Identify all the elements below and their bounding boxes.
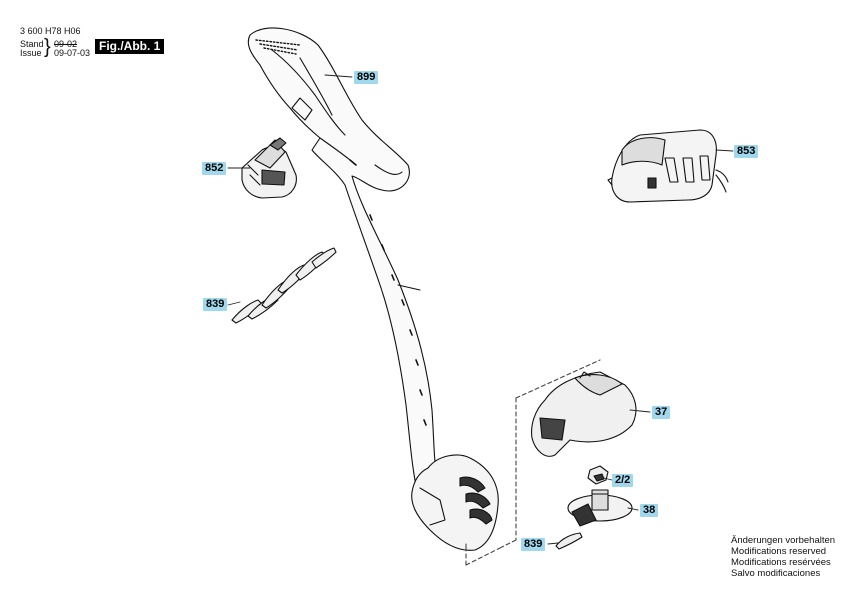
nut-part	[587, 465, 609, 485]
note-english: Modifications reserved	[731, 546, 827, 557]
brace-icon: }	[44, 36, 51, 58]
battery-pack-part	[241, 137, 297, 199]
charger-part	[607, 129, 729, 203]
issue-label: Issue	[20, 48, 42, 58]
note-german: Änderungen vorbehalten	[731, 535, 836, 546]
guard-part	[531, 371, 637, 457]
part-tag-899: 899	[354, 71, 379, 84]
stand-date: 09-02	[54, 39, 78, 49]
note-spanish: Salvo modificaciones	[731, 568, 821, 579]
stand-label: Stand	[20, 39, 44, 49]
blade-disc-part	[567, 489, 633, 527]
modifications-notes: Änderungen vorbehalten Modifications res…	[731, 535, 835, 579]
document-number: 3 600 H78 H06	[20, 26, 81, 36]
figure-label: Fig./Abb. 1	[95, 39, 165, 54]
issue-date: 09-07-03	[54, 48, 91, 58]
part-tag-839-blades: 839	[203, 298, 228, 311]
part-tag-2-2: 2/2	[612, 474, 634, 487]
part-tag-839-single: 839	[521, 538, 546, 551]
part-tag-853: 853	[734, 145, 759, 158]
part-tag-38: 38	[640, 504, 659, 517]
single-blade-part	[555, 532, 583, 550]
note-french: Modifications resérvées	[731, 557, 831, 568]
trimmer-handle-shaft-part	[247, 27, 499, 551]
part-tag-37: 37	[652, 406, 671, 419]
part-tag-852: 852	[202, 162, 227, 175]
spare-blades-part	[231, 247, 337, 324]
